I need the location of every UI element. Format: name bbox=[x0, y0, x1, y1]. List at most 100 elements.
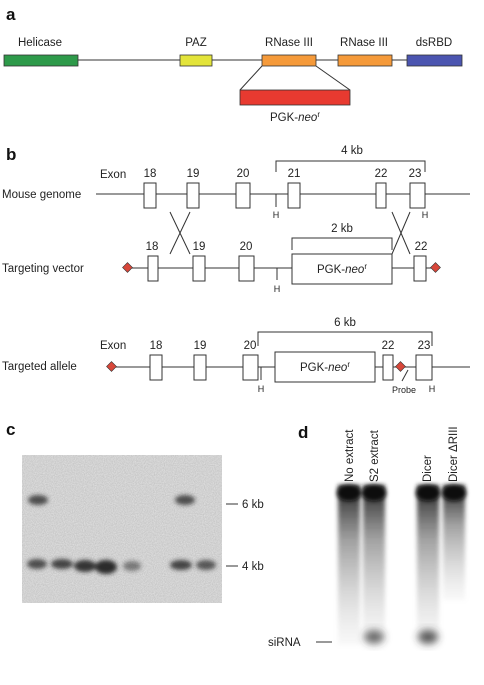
exon-num: 18 bbox=[144, 168, 157, 180]
pgk-neo-cassette-vector bbox=[291, 253, 393, 285]
gel-band bbox=[362, 485, 386, 501]
loxp-marker bbox=[395, 361, 406, 372]
panel-d-letter: d bbox=[298, 423, 308, 442]
exon-num: 19 bbox=[187, 168, 200, 180]
panel-c: c 6 kb 4 kb bbox=[6, 420, 264, 603]
hind-label: H bbox=[258, 384, 265, 394]
crossover-right bbox=[391, 211, 411, 255]
bracket-genome bbox=[275, 160, 426, 172]
sirna-bands bbox=[364, 630, 438, 644]
domain-rnase3-1 bbox=[261, 54, 317, 67]
lane-label: Dicer bbox=[422, 455, 434, 482]
gel-lane bbox=[417, 485, 439, 640]
band-6kb bbox=[28, 495, 48, 505]
hind-label: H bbox=[273, 210, 280, 220]
exon-box bbox=[147, 255, 159, 282]
exon-num: 19 bbox=[193, 241, 206, 253]
exon-box bbox=[192, 255, 206, 282]
exon-box bbox=[235, 182, 251, 209]
domain-label-helicase: Helicase bbox=[18, 37, 62, 49]
exon-box bbox=[186, 182, 200, 209]
domain-label-paz: PAZ bbox=[185, 37, 207, 49]
size-allele: 6 kb bbox=[334, 317, 356, 329]
gel-lane bbox=[363, 485, 385, 640]
bracket-vector bbox=[291, 237, 393, 250]
gel-band bbox=[442, 485, 466, 501]
exon-num: 18 bbox=[146, 241, 159, 253]
exon-num: 22 bbox=[415, 241, 428, 253]
exon-box bbox=[375, 182, 387, 209]
size-vector: 2 kb bbox=[331, 223, 353, 235]
exon-box bbox=[193, 354, 207, 381]
domain-helicase bbox=[3, 54, 79, 67]
loxp-marker bbox=[430, 262, 441, 273]
domain-rnase3-2 bbox=[337, 54, 393, 67]
exon-box bbox=[415, 354, 433, 381]
panel-c-letter: c bbox=[6, 420, 15, 439]
gel-lane bbox=[338, 485, 360, 645]
gel-band bbox=[416, 485, 440, 501]
cassette-label: PGK-neor bbox=[300, 360, 350, 374]
size-genome: 4 kb bbox=[341, 145, 363, 157]
exon-box bbox=[413, 255, 427, 282]
loxp-marker bbox=[106, 361, 117, 372]
lane-label: S2 extract bbox=[369, 429, 381, 482]
blot-texture bbox=[22, 455, 222, 603]
loxp-marker bbox=[122, 262, 133, 273]
gel-lane bbox=[443, 485, 465, 600]
panel-a: a Helicase PAZ RNase III RNase III dsRBD… bbox=[3, 5, 463, 124]
band-4kb bbox=[51, 559, 73, 569]
row-label-allele: Targeted allele bbox=[2, 361, 77, 373]
exon-num: 19 bbox=[194, 340, 207, 352]
sirna-band bbox=[364, 630, 384, 644]
pgk-neo-insert bbox=[239, 89, 351, 106]
panel-d: d No extract S2 extract Dicer Dicer ΔRII… bbox=[268, 423, 466, 649]
band-4kb bbox=[196, 560, 216, 570]
crossover-left bbox=[169, 211, 191, 255]
band-4kb bbox=[74, 560, 96, 572]
band-4kb bbox=[95, 560, 117, 574]
exon-word-genome: Exon bbox=[100, 169, 126, 181]
gel-top-bands bbox=[337, 485, 466, 501]
blot-bands bbox=[27, 495, 216, 574]
sirna-label: siRNA bbox=[268, 637, 301, 649]
exon-box bbox=[409, 182, 426, 209]
exon-num: 23 bbox=[409, 168, 422, 180]
bracket-allele bbox=[257, 331, 433, 346]
exon-box bbox=[149, 354, 163, 381]
exon-box bbox=[242, 354, 259, 381]
domain-label-rnase3-1: RNase III bbox=[265, 37, 313, 49]
hind-label: H bbox=[422, 210, 429, 220]
exon-num: 23 bbox=[418, 340, 431, 352]
exon-num: 22 bbox=[375, 168, 388, 180]
row-label-vector: Targeting vector bbox=[2, 263, 84, 275]
band-label-4kb: 4 kb bbox=[242, 561, 264, 573]
domain-label-dsrbd: dsRBD bbox=[416, 37, 452, 49]
band-4kb bbox=[27, 559, 47, 569]
exon-num: 22 bbox=[382, 340, 395, 352]
band-6kb bbox=[175, 495, 195, 505]
exon-num: 18 bbox=[150, 340, 163, 352]
lane-label: No extract bbox=[344, 429, 356, 482]
sirna-band bbox=[418, 630, 438, 644]
cassette-label: PGK-neor bbox=[317, 262, 367, 276]
exon-box bbox=[382, 354, 394, 381]
insert-connector-left bbox=[239, 65, 263, 91]
domain-dsrbd bbox=[406, 54, 463, 67]
exon-word-allele: Exon bbox=[100, 340, 126, 352]
panel-b-letter: b bbox=[6, 145, 16, 164]
band-label-6kb: 6 kb bbox=[242, 499, 264, 511]
band-4kb bbox=[123, 561, 141, 571]
exon-num: 21 bbox=[288, 168, 301, 180]
insert-label: PGK-neor bbox=[270, 110, 320, 124]
probe-label: Probe bbox=[392, 385, 416, 395]
exon-box bbox=[287, 182, 301, 209]
exon-num: 20 bbox=[237, 168, 250, 180]
domain-paz bbox=[179, 54, 213, 67]
exon-box bbox=[143, 182, 157, 209]
domain-label-rnase3-2: RNase III bbox=[340, 37, 388, 49]
pgk-neo-cassette-allele bbox=[274, 351, 376, 383]
lane-label: Dicer ΔRIII bbox=[448, 426, 460, 482]
exon-num: 20 bbox=[244, 340, 257, 352]
